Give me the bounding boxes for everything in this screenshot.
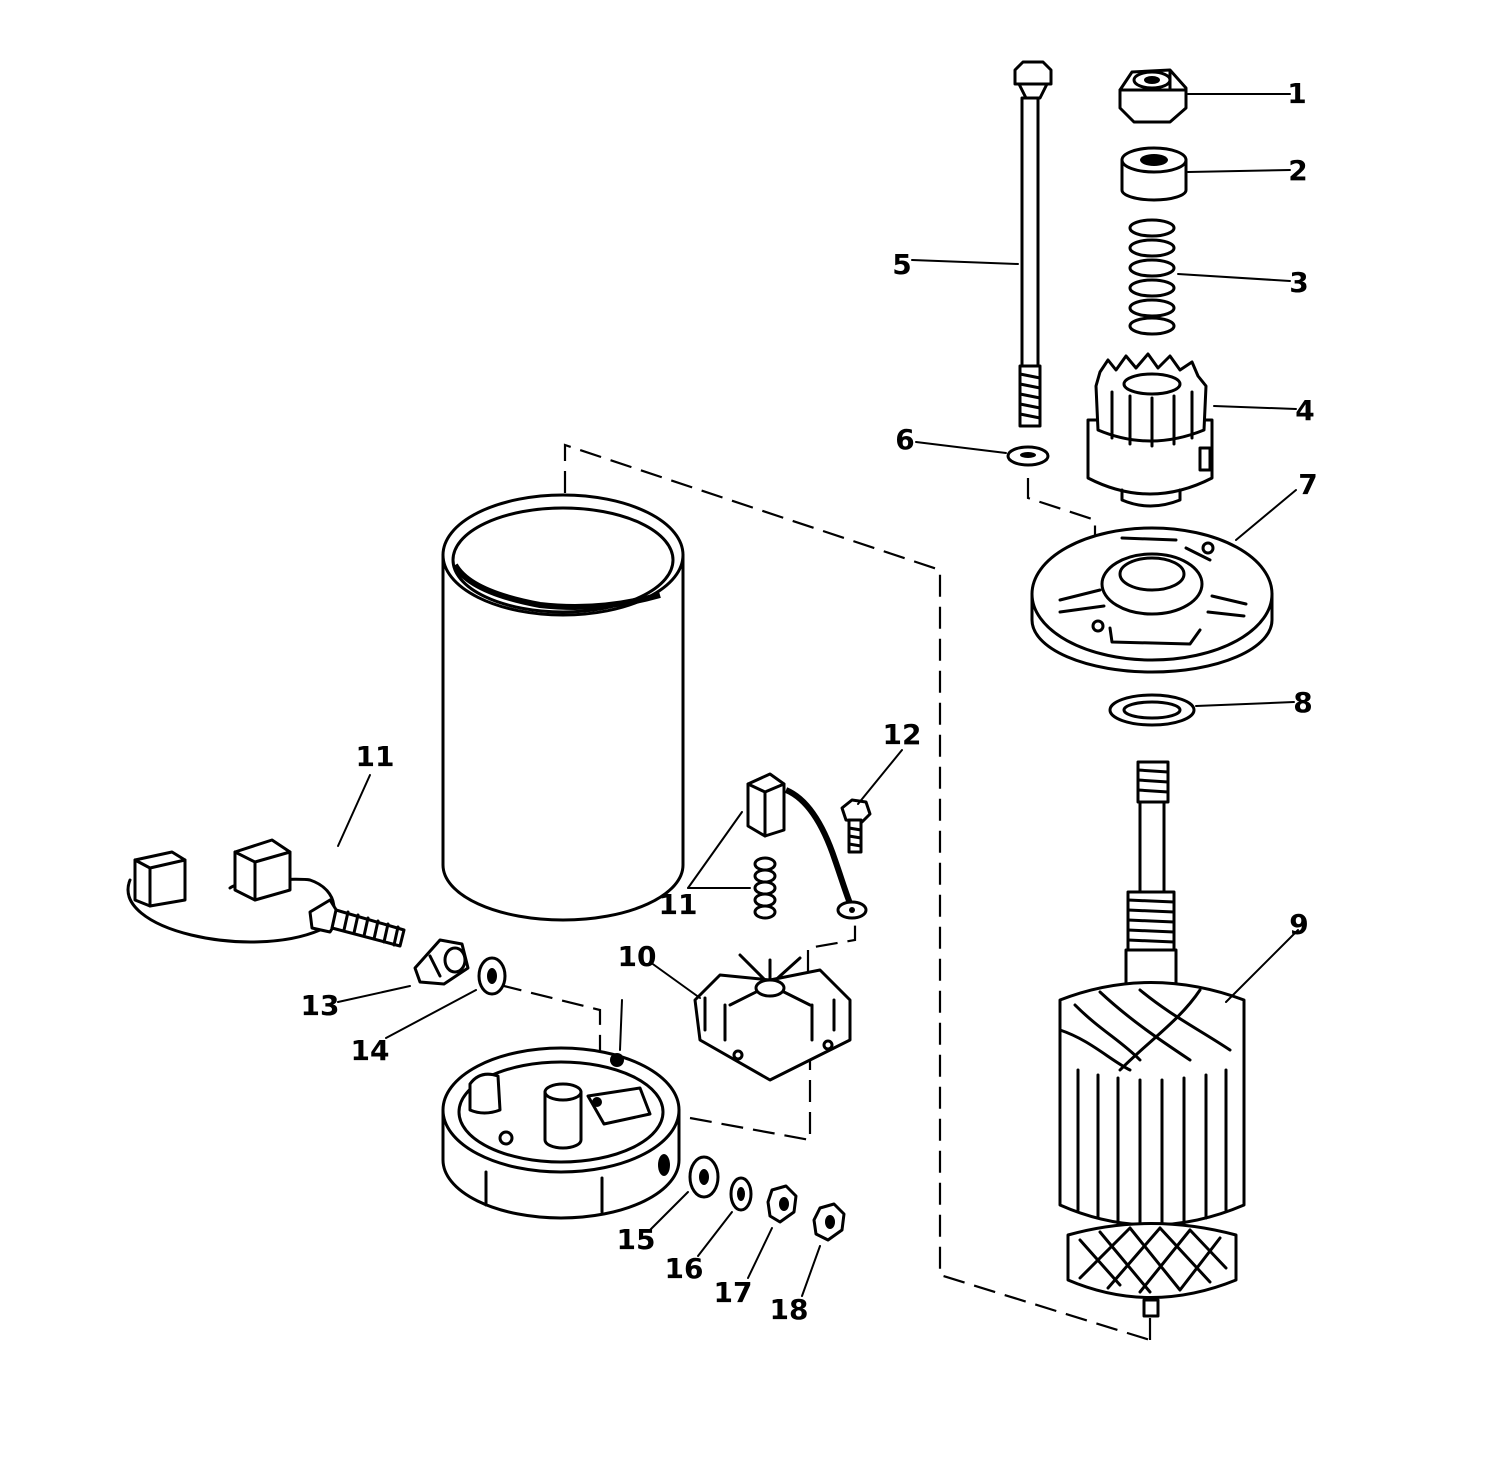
part-13-insulator — [413, 938, 470, 986]
callout-8: 8 — [1293, 686, 1312, 719]
part-10-brush-holder — [693, 953, 852, 1082]
callout-4: 4 — [1295, 394, 1314, 427]
part-2-spacer — [1120, 146, 1188, 202]
part-18-nut — [812, 1202, 846, 1242]
field-frame-housing — [441, 493, 685, 922]
part-15-washer — [688, 1155, 720, 1199]
part-8-thrust-washer — [1108, 693, 1196, 727]
callout-2: 2 — [1288, 154, 1307, 187]
callout-9: 9 — [1289, 908, 1308, 941]
part-7-drive-end-cap — [1030, 526, 1274, 674]
part-11-brush-set-left — [126, 838, 406, 948]
callout-14: 14 — [351, 1034, 390, 1067]
callout-6: 6 — [895, 423, 914, 456]
callout-5: 5 — [892, 248, 911, 281]
callout-1: 1 — [1287, 77, 1306, 110]
callout-15: 15 — [617, 1223, 656, 1256]
part-5-through-bolt — [1013, 60, 1053, 428]
callout-11-center: 11 — [659, 888, 698, 921]
part-17-nut — [766, 1184, 798, 1224]
part-9-armature — [1058, 760, 1246, 1318]
commutator-end-cap — [441, 1046, 681, 1220]
part-6-washer — [1006, 445, 1050, 467]
part-11-brush-spring-center — [746, 772, 868, 920]
callout-labels: 1 2 3 4 5 6 7 8 9 10 11 11 12 13 14 15 1… — [301, 77, 1318, 1326]
callout-3: 3 — [1289, 266, 1308, 299]
callout-12: 12 — [883, 718, 922, 751]
part-14-washer — [477, 956, 507, 996]
leader-lines — [337, 93, 1299, 1297]
callout-13: 13 — [301, 989, 340, 1022]
callout-11-left: 11 — [356, 740, 395, 773]
callout-17: 17 — [714, 1276, 753, 1309]
part-1-hex-nut — [1118, 68, 1188, 124]
part-12-screw — [840, 798, 872, 854]
part-4-drive-pinion — [1086, 352, 1214, 508]
callout-18: 18 — [770, 1293, 809, 1326]
callout-7: 7 — [1298, 468, 1317, 501]
callout-10: 10 — [618, 940, 657, 973]
part-16-lockwasher — [729, 1176, 753, 1212]
callout-16: 16 — [665, 1252, 704, 1285]
part-3-spring — [1128, 218, 1176, 336]
